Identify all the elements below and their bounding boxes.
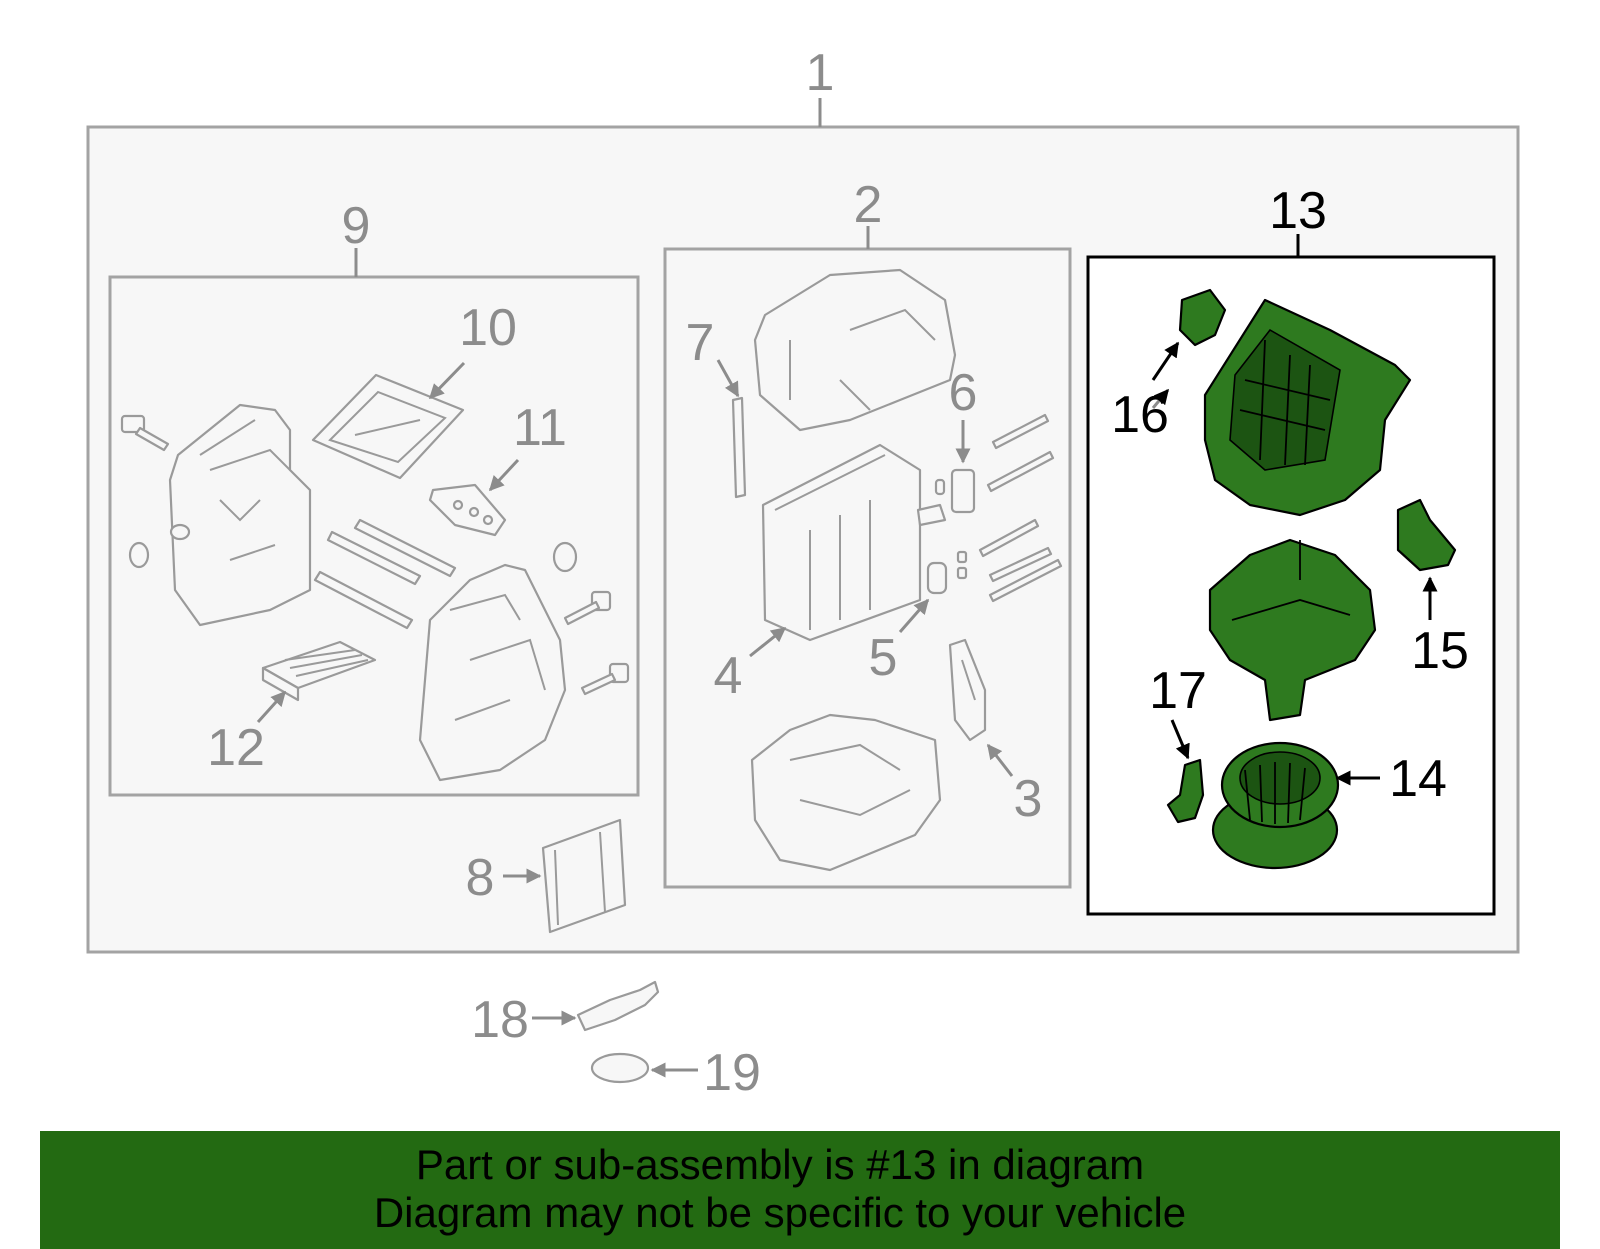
hose-17[interactable] bbox=[1166, 758, 1205, 824]
bolts-long bbox=[978, 413, 1063, 603]
leader-17 bbox=[1170, 719, 1190, 760]
seal-7 bbox=[731, 396, 747, 499]
actuator-16[interactable] bbox=[1178, 288, 1227, 347]
leader-12 bbox=[256, 690, 287, 724]
leader-3 bbox=[986, 743, 1014, 777]
evaporator-core-4 bbox=[761, 443, 947, 642]
info-banner: Part or sub-assembly is #13 in diagram D… bbox=[40, 1131, 1560, 1249]
leader-4 bbox=[749, 626, 787, 658]
banner-line-2: Diagram may not be specific to your vehi… bbox=[373, 1189, 1187, 1236]
cabin-filter-8 bbox=[541, 818, 627, 934]
callout-16: 16 bbox=[1111, 386, 1169, 444]
callout-18: 18 bbox=[471, 991, 529, 1049]
gasket-11 bbox=[428, 483, 507, 537]
callout-6: 6 bbox=[949, 364, 978, 422]
o-ring-right bbox=[552, 541, 578, 573]
resistor-15[interactable] bbox=[1396, 498, 1457, 572]
heater-case-right bbox=[418, 563, 567, 782]
seal-strips bbox=[313, 518, 457, 630]
heater-case-box bbox=[108, 275, 640, 797]
callout-14: 14 bbox=[1389, 750, 1447, 808]
callout-2: 2 bbox=[854, 176, 883, 234]
banner-line-1: Part or sub-assembly is #13 in diagram bbox=[415, 1141, 1145, 1188]
callout-17: 17 bbox=[1149, 662, 1207, 720]
filter-frame-10 bbox=[311, 373, 465, 480]
callout-15: 15 bbox=[1411, 622, 1469, 680]
callout-1: 1 bbox=[806, 44, 835, 102]
leader-11 bbox=[488, 458, 520, 492]
heater-case-left bbox=[168, 403, 312, 627]
blower-upper-case[interactable] bbox=[1203, 298, 1412, 517]
gasket-3 bbox=[948, 638, 987, 742]
callout-12: 12 bbox=[207, 719, 265, 777]
o-ring-left bbox=[128, 541, 150, 569]
callout-9: 9 bbox=[342, 197, 371, 255]
evaporator-upper-case bbox=[753, 268, 957, 432]
evaporator-lower-case bbox=[750, 713, 942, 872]
expansion-valve-6 bbox=[934, 468, 976, 514]
callout-19: 19 bbox=[703, 1044, 761, 1102]
callout-10: 10 bbox=[459, 299, 517, 357]
leader-16 bbox=[1151, 341, 1180, 381]
bolts-right bbox=[563, 590, 630, 696]
callout-4: 4 bbox=[714, 647, 743, 705]
o-ring-5 bbox=[926, 550, 968, 595]
grommet-19 bbox=[590, 1052, 650, 1084]
callout-11: 11 bbox=[513, 399, 567, 457]
callout-3: 3 bbox=[1014, 770, 1043, 828]
blower-motor-14[interactable] bbox=[1211, 741, 1340, 870]
callout-5: 5 bbox=[869, 629, 898, 687]
heater-core-12 bbox=[261, 640, 377, 702]
callout-7: 7 bbox=[686, 314, 715, 372]
callout-13: 13 bbox=[1269, 182, 1327, 240]
bolt-left bbox=[120, 414, 170, 452]
blower-lower-case[interactable] bbox=[1208, 538, 1377, 722]
callout-8: 8 bbox=[466, 849, 495, 907]
leader-5 bbox=[898, 598, 930, 633]
drain-hose-18 bbox=[576, 980, 660, 1032]
leader-7 bbox=[716, 359, 740, 398]
leader-10 bbox=[428, 361, 466, 400]
